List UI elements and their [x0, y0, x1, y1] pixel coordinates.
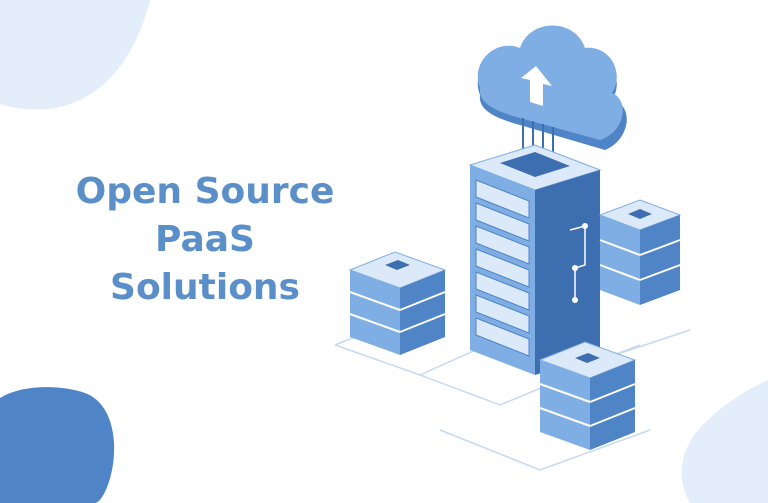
server-stack-icon-left	[348, 251, 447, 355]
server-stack-icon-right	[598, 199, 682, 305]
cloud-upload-icon	[477, 25, 627, 183]
headline-line-3: Solutions	[110, 267, 300, 308]
server-stack-icon-front	[538, 341, 637, 450]
headline-line-1: Open Source	[75, 171, 335, 212]
headline: Open Source PaaS Solutions	[40, 168, 370, 312]
headline-line-2: PaaS	[155, 219, 255, 260]
server-tower-icon	[468, 144, 602, 375]
